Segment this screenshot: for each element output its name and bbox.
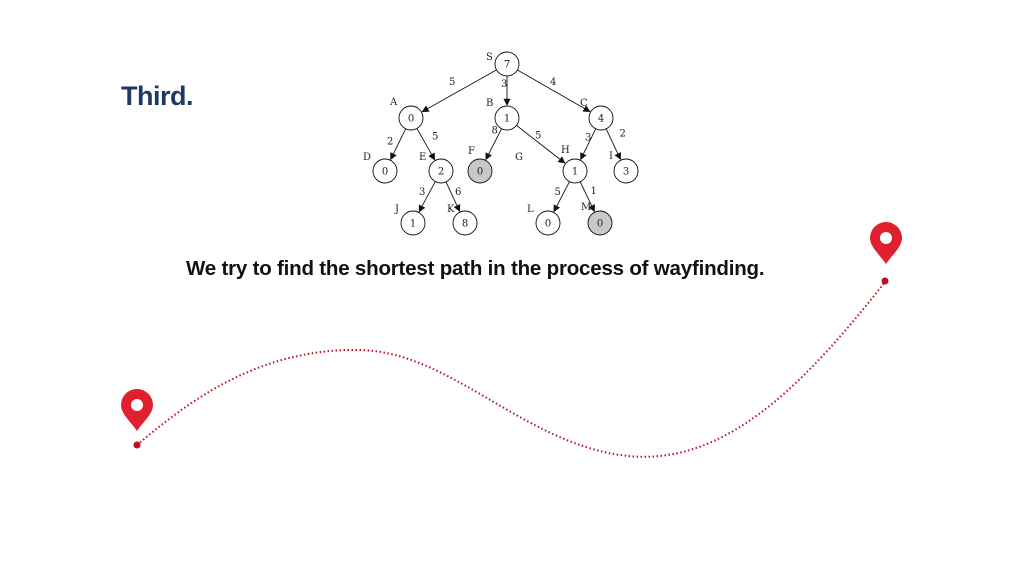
node-label-S: S: [486, 52, 493, 63]
tree-edge-C-H: [580, 128, 597, 161]
node-label-M: M: [581, 202, 591, 213]
tree-edge-E-J: [418, 181, 436, 213]
edge-weight-B-F: 8: [492, 126, 498, 137]
tree-node-H: [562, 158, 588, 184]
edge-weight-S-C: 4: [550, 77, 556, 88]
node-label-F: F: [468, 146, 475, 157]
edge-weight-A-D: 2: [387, 137, 393, 148]
node-label-K: K: [447, 204, 455, 215]
edge-weight-S-A: 5: [449, 77, 455, 88]
tree-node-L: [535, 210, 561, 236]
node-label-E: E: [419, 152, 426, 163]
node-label-B: B: [486, 98, 493, 109]
node-label-H: H: [561, 145, 570, 156]
tree-edge-E-K: [445, 181, 461, 213]
node-value-A: 0: [408, 114, 414, 125]
tree-edge-C-I: [605, 128, 622, 161]
tree-node-B: [494, 105, 520, 131]
tree-edge-H-L: [553, 181, 570, 213]
tree-edge-B-F: [485, 128, 502, 161]
edge-weight-E-J: 3: [419, 187, 425, 198]
tree-node-A: [398, 105, 424, 131]
tree-node-M: [587, 210, 613, 236]
tree-edge-S-C: [517, 69, 591, 112]
start-map-pin-icon: [121, 389, 153, 431]
tree-edge-B-H: [516, 125, 566, 164]
node-label-A: A: [389, 97, 398, 108]
node-label-G: G: [515, 152, 523, 163]
tree-node-K: [452, 210, 478, 236]
slide-heading: Third.: [121, 81, 194, 111]
node-label-J: J: [394, 204, 399, 215]
node-value-D: 0: [382, 167, 388, 178]
node-label-D: D: [363, 152, 371, 163]
node-value-F: 0: [477, 167, 483, 178]
caption-text: We try to find the shortest path in the …: [186, 257, 765, 280]
tree-node-E: [428, 158, 454, 184]
node-value-L: 0: [545, 219, 551, 230]
node-value-B: 1: [504, 114, 510, 125]
edge-weight-H-M: 1: [591, 186, 597, 197]
tree-edge-A-D: [390, 128, 407, 161]
node-label-C: C: [580, 98, 588, 109]
tree-edge-A-E: [416, 128, 436, 161]
route-dotted-path: [136, 281, 886, 458]
route-start-point: [133, 441, 141, 449]
edge-weight-S-B: 3: [501, 79, 507, 90]
tree-node-I: [613, 158, 639, 184]
end-map-pin-icon: [870, 222, 902, 264]
node-value-I: 3: [623, 167, 629, 178]
tree-edge-H-M: [579, 181, 595, 213]
node-value-S: 7: [504, 60, 510, 71]
edge-weight-E-K: 6: [455, 187, 461, 198]
node-value-E: 2: [438, 167, 444, 178]
edge-weight-H-L: 5: [555, 187, 561, 198]
node-value-H: 1: [572, 167, 578, 178]
tree-node-S: [494, 51, 520, 77]
node-value-C: 4: [598, 114, 604, 125]
node-value-J: 1: [410, 219, 416, 230]
edge-weight-A-E: 5: [432, 132, 438, 143]
node-value-M: 0: [597, 219, 603, 230]
tree-edge-S-A: [421, 69, 497, 113]
tree-node-F: [467, 158, 493, 184]
tree-node-D: [372, 158, 398, 184]
node-label-I: I: [609, 151, 613, 162]
node-label-L: L: [527, 204, 534, 215]
route-end-point: [881, 277, 889, 285]
edge-weight-C-I: 2: [620, 129, 626, 140]
edge-weight-C-H: 3: [585, 133, 591, 144]
tree-node-C: [588, 105, 614, 131]
edge-weight-B-H: 5: [535, 131, 541, 142]
tree-node-J: [400, 210, 426, 236]
node-value-K: 8: [462, 219, 468, 230]
